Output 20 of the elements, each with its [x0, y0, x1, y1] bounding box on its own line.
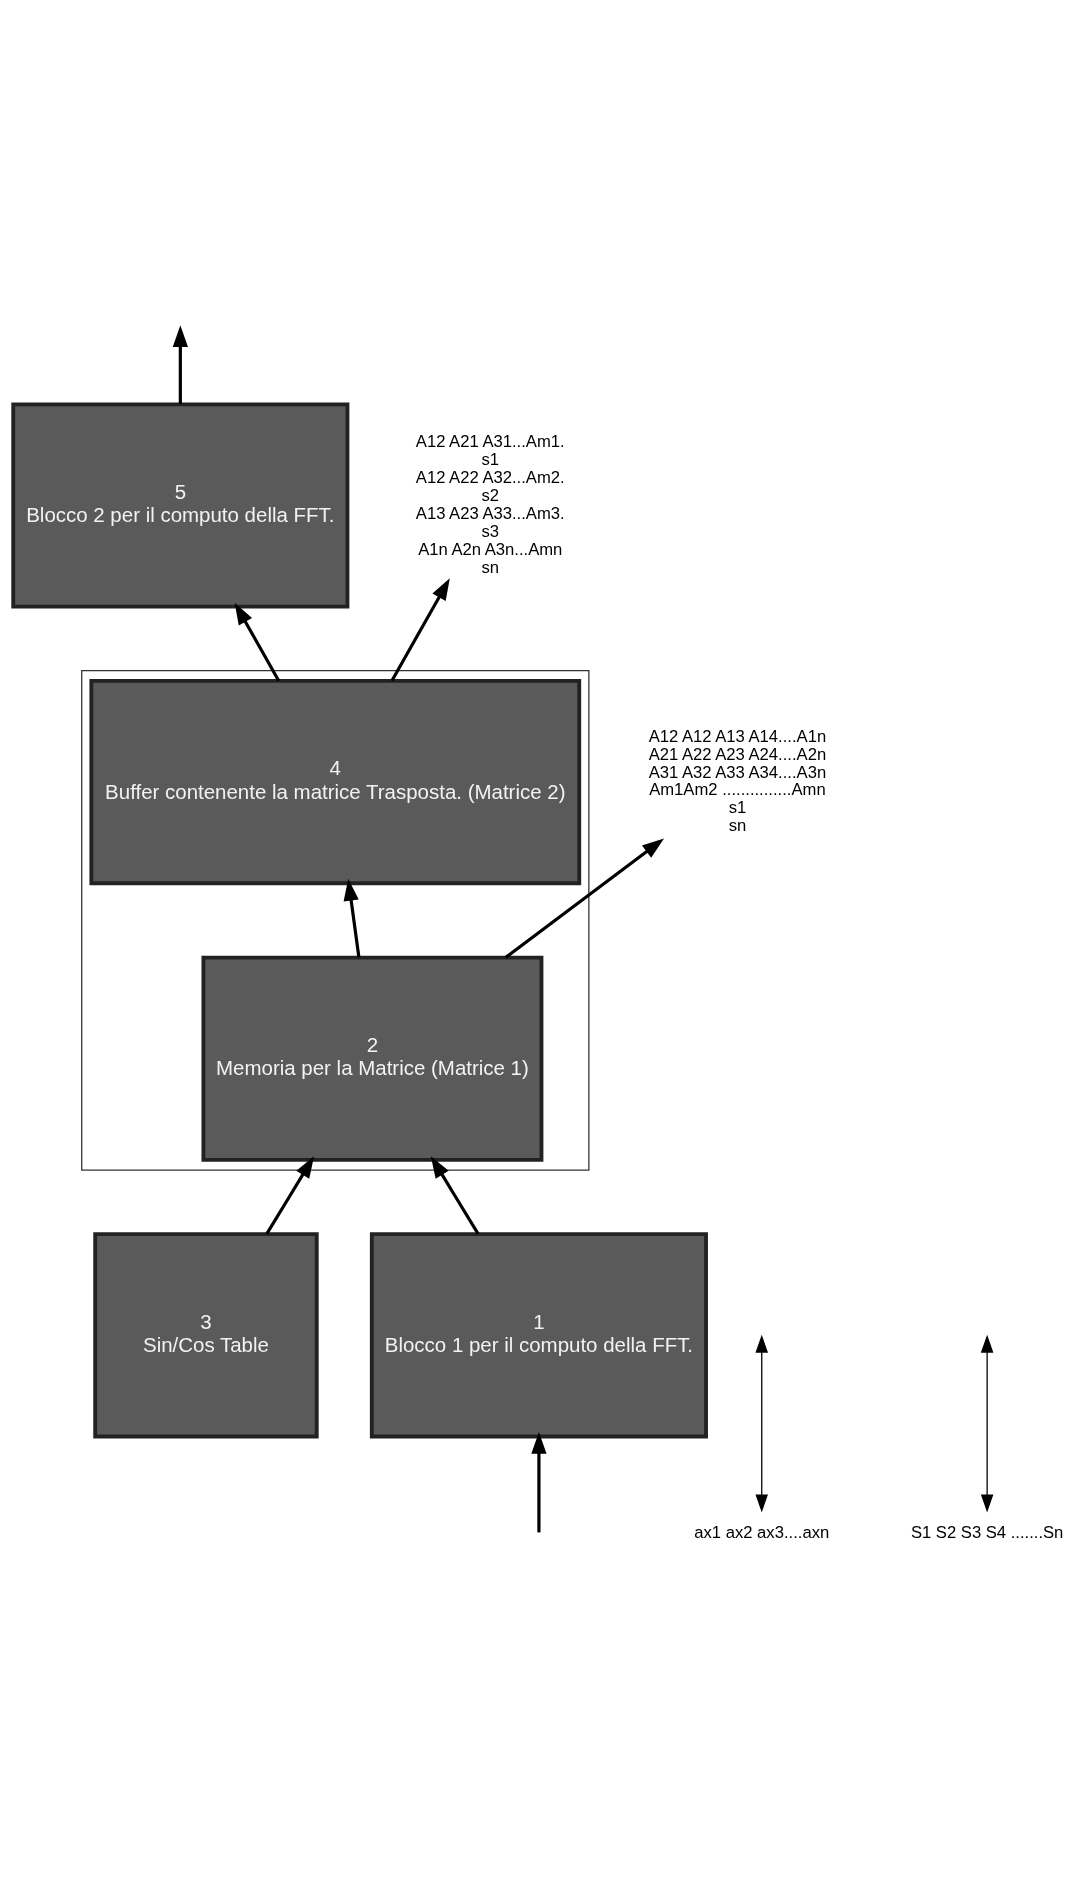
- node-box: 2 Memoria per la Matrice (Matrice 1): [201, 955, 544, 1162]
- arrow: [531, 1431, 547, 1532]
- node-box: 3 Sin/Cos Table: [93, 1231, 319, 1438]
- node-box: 4 Buffer contenente la matrice Trasposta. (Matrice 2): [89, 678, 582, 885]
- node-text: A12 A12 A13 A14....A1n A21 A22 A23 A24....A2n A31 A32 A33 A34....A3n Am1Am2 ...............Amn s1 sn: [648, 726, 827, 835]
- arrow: [755, 1334, 769, 1512]
- arrow: [265, 1155, 315, 1235]
- node-text: ax1 ax2 ax3....axn: [694, 1522, 830, 1542]
- arrow: [430, 1155, 480, 1235]
- node-text: S1 S2 S3 S4 .......Sn: [910, 1522, 1064, 1542]
- arrow: [234, 602, 281, 681]
- cluster: [81, 669, 590, 1171]
- node-box: 1 Blocco 1 per il computo della FFT.: [369, 1231, 708, 1438]
- arrow: [390, 577, 450, 681]
- arrow: [980, 1334, 994, 1512]
- arrow: [172, 324, 188, 404]
- node-text: A12 A21 A31...Am1. s1 A12 A22 A32...Am2. s2 A13 A23 A33...Am3. s3 A1n A2n A3n...Amn sn: [415, 431, 565, 577]
- arrow: [504, 838, 665, 959]
- node-box: 5 Blocco 2 per il computo della FFT.: [11, 401, 350, 609]
- arrow: [343, 878, 361, 958]
